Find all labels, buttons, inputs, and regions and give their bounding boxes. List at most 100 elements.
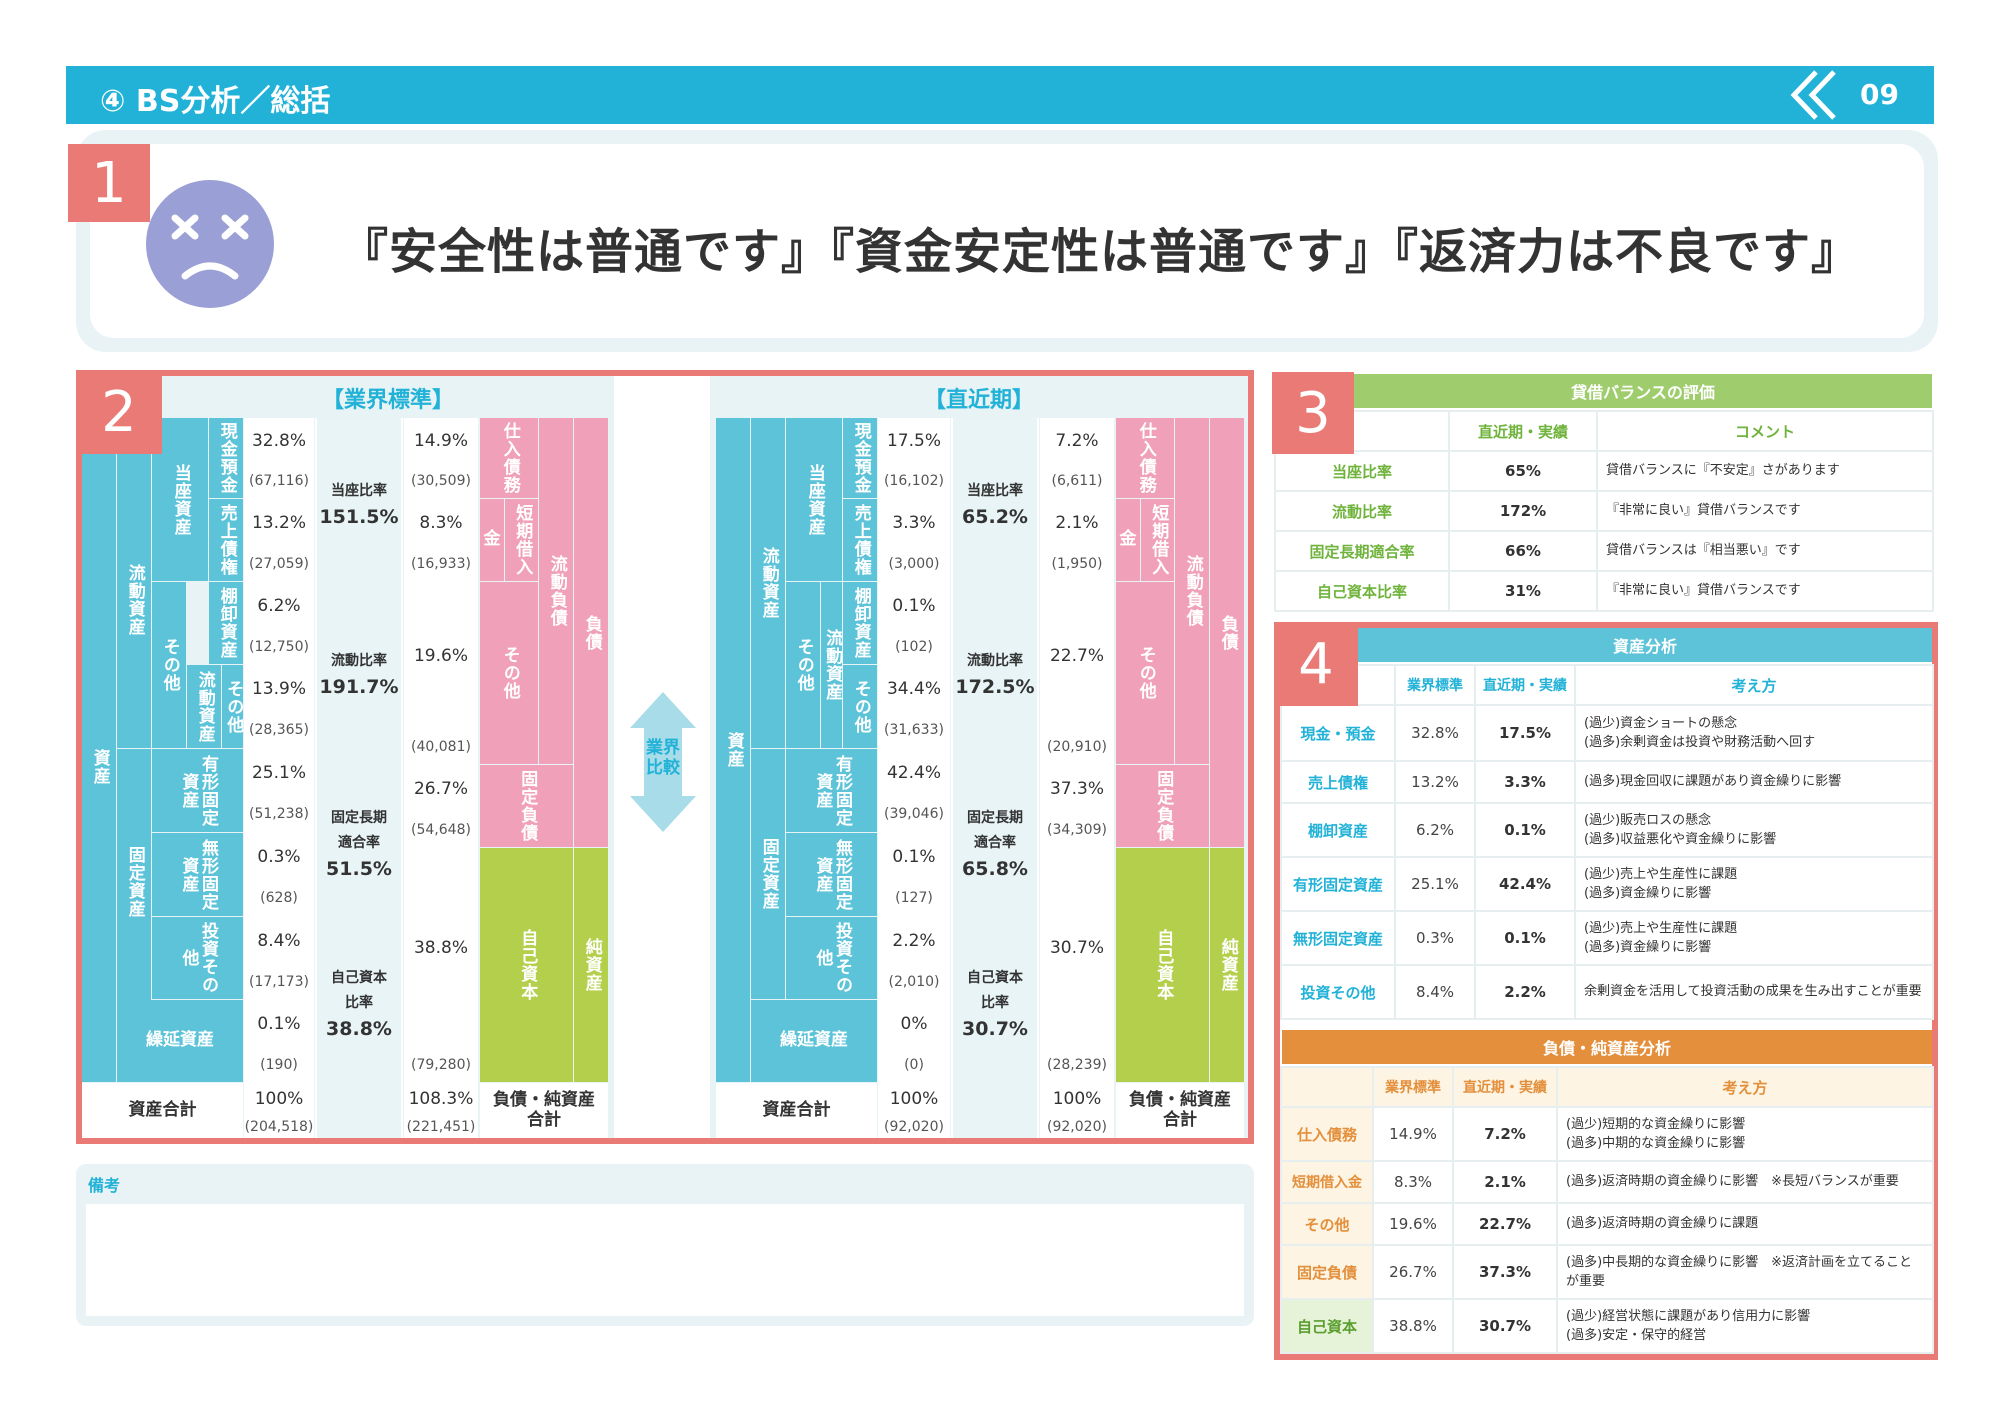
ind-yukei-a: (51,238)	[249, 806, 309, 822]
ind-total: 100%	[254, 1089, 304, 1109]
rec-label-sonota3: その他	[1116, 582, 1174, 764]
ind-ftotal: 108.3%	[408, 1089, 474, 1109]
ind-tana: 6.2%	[257, 596, 301, 616]
r-label-sonota2: その他	[843, 665, 877, 748]
ind-other2-a: (40,081)	[411, 739, 471, 755]
ind-kotei-label: 固定長期適合率	[331, 810, 387, 852]
l-r4-label: 自己資本	[1280, 1298, 1374, 1354]
ind-other-a: (28,365)	[249, 722, 309, 738]
header-bar	[66, 66, 1934, 124]
rec-yukei-a: (39,046)	[884, 806, 944, 822]
rec-touza: 65.2%	[962, 506, 1028, 528]
ind-label-fusai-total: 負債・純資産合計	[480, 1083, 608, 1138]
l-h2: 直近期・実績	[1452, 1066, 1558, 1108]
l-r2-rec: 22.7%	[1452, 1202, 1558, 1246]
rec-uri-a: (3,000)	[888, 556, 940, 572]
s3-r2-comment: 貸借バランスは『相当悪い』です	[1596, 530, 1934, 572]
a-r2-label: 棚卸資産	[1280, 802, 1396, 858]
r-label-tana: 棚卸資産	[843, 582, 877, 664]
l-r2-ind: 19.6%	[1372, 1202, 1454, 1246]
ind-kf-a: (54,648)	[411, 822, 471, 838]
chevron-left-icon	[1790, 70, 1836, 120]
a-r5-ind: 8.4%	[1394, 964, 1476, 1020]
r-label-toshi: 投資その他	[786, 917, 877, 999]
ind-tanki: 8.3%	[419, 513, 463, 533]
a-r2-rec: 0.1%	[1474, 802, 1576, 858]
s3-r2-label: 固定長期適合率	[1274, 530, 1450, 572]
rec-total-a: (92,020)	[884, 1118, 944, 1135]
rec-other2: 22.7%	[1049, 646, 1104, 666]
ind-label-jiko: 自己資本	[480, 848, 573, 1082]
rec-toshi-a: (2,010)	[888, 974, 940, 990]
ind-kuri-a: (190)	[260, 1057, 298, 1073]
s3-r0-label: 当座比率	[1274, 450, 1450, 492]
ind-label-shiire: 仕入債務	[480, 418, 538, 498]
a-r5-label: 投資その他	[1280, 964, 1396, 1020]
ind-other2: 19.6%	[413, 646, 468, 666]
rec-label-fusai: 負債	[1210, 418, 1244, 847]
rec-kuri: 0%	[900, 1014, 928, 1034]
ind-cash-a: (67,116)	[249, 473, 309, 489]
rec-mukei: 0.1%	[892, 847, 936, 867]
r-label-kotei-shisan: 固定資産	[751, 749, 785, 999]
label-sonota2: その他	[222, 665, 243, 748]
l-h1: 業界標準	[1372, 1066, 1454, 1108]
a-r2-note: (過少)販売ロスの懸念 (過多)収益悪化や資金繰りに影響	[1574, 802, 1934, 858]
ind-tanki-a: (16,933)	[411, 556, 471, 572]
rec-toshi: 2.2%	[892, 931, 936, 951]
a-r2-ind: 6.2%	[1394, 802, 1476, 858]
ratio-bg	[315, 418, 403, 1138]
section-number-4: 4	[1274, 622, 1358, 706]
ind-label-sonota3: その他	[480, 582, 538, 764]
rec-ftotal: 100%	[1052, 1089, 1102, 1109]
liab-values-bg	[404, 418, 478, 1138]
a-h3: 考え方	[1574, 664, 1934, 706]
rec-label-ryudo-fusai: 流動負債	[1175, 418, 1209, 764]
s3-h1: 直近期・実績	[1448, 410, 1598, 452]
r-label-ryudo-shisan2: 流動資産	[821, 582, 842, 748]
rec-label-shiire: 仕入債務	[1116, 418, 1174, 498]
s3-title: 貸借バランスの評価	[1354, 374, 1932, 408]
s3-r3-comment: 『非常に良い』貸借バランスです	[1596, 570, 1934, 612]
s3-r3-label: 自己資本比率	[1274, 570, 1450, 612]
label-cash: 現金預金	[209, 418, 243, 498]
rec-tana: 0.1%	[892, 596, 936, 616]
r-label-yukei: 有形固定資産	[786, 749, 877, 832]
ind-ftotal-a: (221,451)	[406, 1118, 476, 1135]
r-values-bg	[878, 418, 950, 1138]
label-tana: 棚卸資産	[209, 582, 243, 664]
label-ryudo-shisan2: 流動資産	[187, 665, 221, 748]
a-r0-ind: 32.8%	[1394, 704, 1476, 762]
compare-label: 業界比較	[646, 738, 680, 779]
ind-label-ryudo-fusai: 流動負債	[539, 418, 573, 764]
ind-mukei-a: (628)	[260, 890, 298, 906]
section-number-2: 2	[76, 370, 162, 454]
asset-title: 資産分析	[1358, 628, 1932, 662]
rec-label-jiko: 自己資本	[1116, 848, 1209, 1082]
ind-label-tanki: 短期借入	[505, 499, 538, 581]
rec-label-jun: 純資産	[1210, 848, 1244, 1082]
l-r0-label: 仕入債務	[1280, 1106, 1374, 1162]
rec-cash: 17.5%	[886, 431, 941, 451]
industry-title: 【業界標準】	[321, 388, 454, 413]
a-r1-label: 売上債権	[1280, 760, 1396, 804]
ind-kf: 26.7%	[413, 779, 468, 799]
page-number: 09	[1860, 78, 1899, 111]
ind-jiko-label: 自己資本比率	[331, 970, 387, 1012]
a-r0-rec: 17.5%	[1474, 704, 1576, 762]
l-r1-note: (過多)返済時期の資金繰りに影響 ※長短バランスが重要	[1556, 1160, 1934, 1204]
rec-uri: 3.3%	[892, 513, 936, 533]
r-label-shisan: 資産	[716, 418, 750, 1082]
ind-uri: 13.2%	[251, 513, 306, 533]
ind-jk-a: (79,280)	[411, 1057, 471, 1073]
a-r5-note: 余剰資金を活用して投資活動の成果を生み出すことが重要	[1574, 964, 1934, 1020]
ind-touza: 151.5%	[319, 506, 399, 528]
section-number-1: 1	[68, 144, 150, 222]
a-h1: 業界標準	[1394, 664, 1476, 706]
notes-textarea[interactable]	[86, 1204, 1244, 1316]
notes-label: 備考	[88, 1176, 121, 1195]
rec-kotei-label: 固定長期適合率	[967, 810, 1023, 852]
label-yukei: 有形固定資産	[152, 749, 243, 832]
